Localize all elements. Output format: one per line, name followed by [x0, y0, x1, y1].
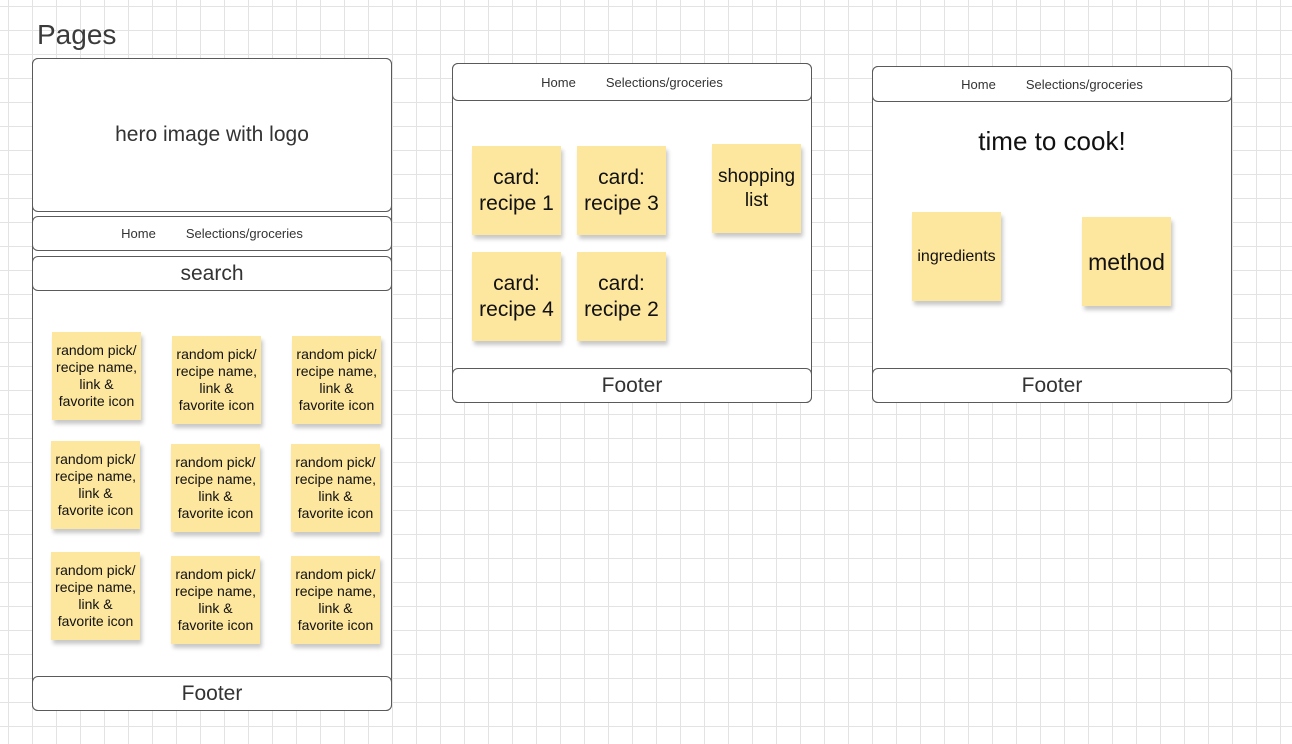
hero-image-placeholder: hero image with logo [32, 58, 392, 212]
recipe-note: random pick/ recipe name, link & favorit… [51, 552, 140, 640]
recipe-note: random pick/ recipe name, link & favorit… [171, 444, 260, 532]
recipe-card-2: card: recipe 2 [577, 252, 666, 341]
page-recipe-navbar: Home Selections/groceries [872, 66, 1232, 102]
nav-home-link[interactable]: Home [541, 74, 576, 90]
footer-label: Footer [1021, 373, 1083, 397]
board-title: Pages [37, 19, 117, 50]
nav-selections-link[interactable]: Selections/groceries [605, 74, 723, 90]
recipe-note: random pick/ recipe name, link & favorit… [171, 556, 260, 644]
recipe-note: random pick/ recipe name, link & favorit… [172, 336, 261, 424]
recipe-page-heading: time to cook! [978, 126, 1126, 156]
nav-selections-link[interactable]: Selections/groceries [1025, 76, 1143, 92]
page-home-footer: Footer [32, 676, 392, 711]
page-home-navbar: Home Selections/groceries [32, 216, 392, 251]
page-recipe-footer: Footer [872, 368, 1232, 403]
recipe-card-1: card: recipe 1 [472, 146, 561, 235]
recipe-card-4: card: recipe 4 [472, 252, 561, 341]
footer-label: Footer [181, 681, 243, 705]
page-selections-footer: Footer [452, 368, 812, 403]
nav-home-link[interactable]: Home [961, 76, 996, 92]
footer-label: Footer [601, 373, 663, 397]
recipe-note: random pick/ recipe name, link & favorit… [51, 441, 140, 529]
method-note: method [1082, 217, 1171, 306]
nav-selections-link[interactable]: Selections/groceries [185, 226, 303, 241]
shopping-list-note: shopping list [712, 144, 801, 233]
recipe-card-3: card: recipe 3 [577, 146, 666, 235]
nav-home-link[interactable]: Home [121, 226, 156, 241]
recipe-note: random pick/ recipe name, link & favorit… [291, 556, 380, 644]
recipe-note: random pick/ recipe name, link & favorit… [292, 336, 381, 424]
recipe-note: random pick/ recipe name, link & favorit… [291, 444, 380, 532]
hero-label: hero image with logo [115, 123, 309, 146]
ingredients-note: ingredients [912, 212, 1001, 301]
recipe-note: random pick/ recipe name, link & favorit… [52, 332, 141, 420]
search-bar[interactable]: search [32, 256, 392, 291]
page-selections-navbar: Home Selections/groceries [452, 63, 812, 101]
search-label: search [180, 261, 244, 285]
